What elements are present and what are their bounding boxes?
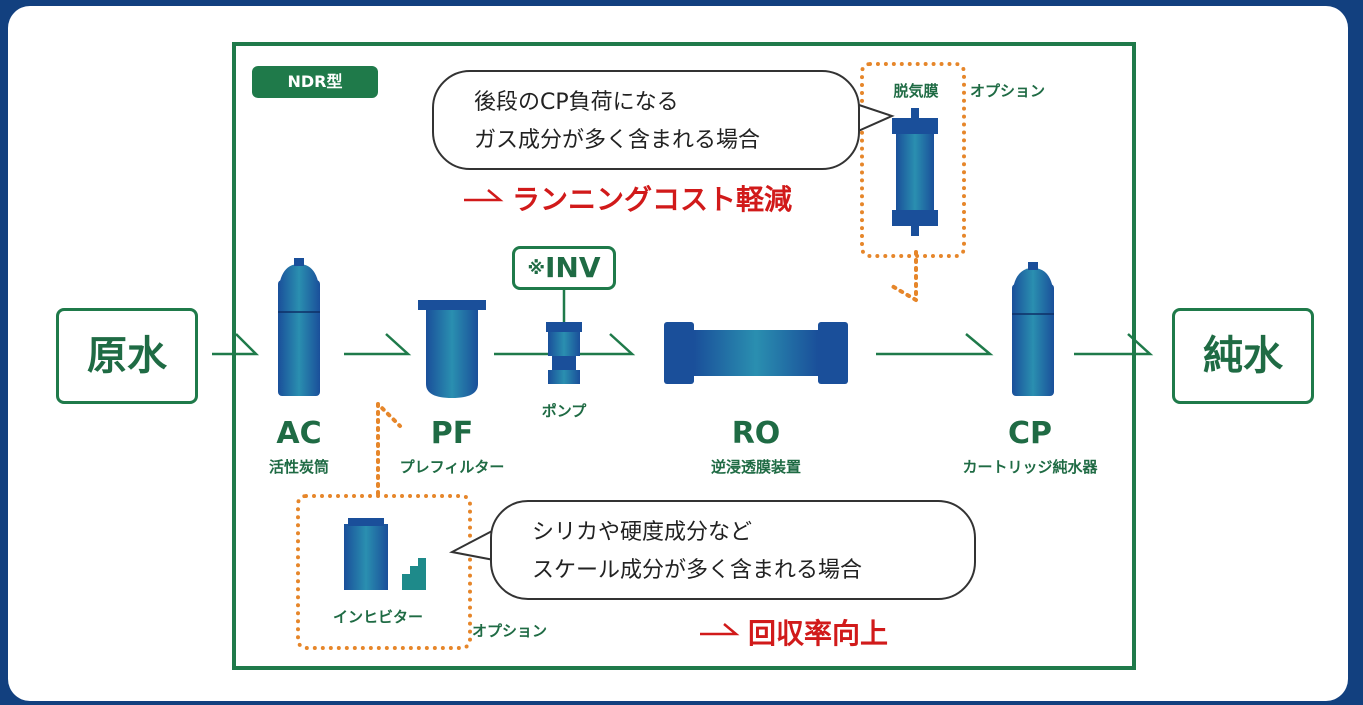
degas-option-label: オプション — [970, 82, 1046, 100]
arrow-source-to-ac — [212, 333, 260, 356]
ro-code: RO — [731, 416, 781, 451]
flow-arrows — [212, 290, 1154, 356]
degas-option-outline — [860, 62, 966, 258]
pf-code: PF — [430, 416, 474, 451]
pure-water-box: 純水 — [1172, 308, 1314, 404]
ndr-system-frame — [232, 42, 1136, 670]
dotted-links — [376, 250, 918, 496]
callout-top-line1: 後段のCP負荷になる — [474, 90, 679, 115]
ac-code: AC — [276, 416, 322, 451]
pump-icon — [546, 322, 582, 384]
system-type-tag: NDR型 — [252, 66, 378, 98]
pf-housing-icon — [418, 300, 486, 398]
benefit-arrow-top — [464, 189, 504, 202]
arrow-ro-to-cp — [876, 333, 994, 356]
inhibitor-tank-icon — [344, 518, 426, 590]
pump-name: ポンプ — [541, 402, 587, 420]
benefit-arrow-bottom — [700, 623, 740, 636]
inhibitor-option-label: オプション — [472, 622, 548, 640]
callout-bottom-line1: シリカや硬度成分など — [532, 520, 753, 545]
pf-name: プレフィルター — [399, 458, 505, 476]
cp-code: CP — [1007, 416, 1052, 451]
arrow-ac-to-pf — [344, 333, 412, 356]
running-cost-benefit: ランニングコスト軽減 — [512, 183, 793, 216]
arrow-cp-to-product — [1074, 333, 1154, 356]
degas-membrane-icon — [892, 108, 938, 236]
ro-name: 逆浸透膜装置 — [710, 458, 801, 476]
cp-name: カートリッジ純水器 — [962, 458, 1098, 476]
callout-top-line2: ガス成分が多く含まれる場合 — [474, 128, 761, 153]
cp-cartridge-icon — [1012, 262, 1054, 396]
speech-bubble-top: 後段のCP負荷になる ガス成分が多く含まれる場合 — [432, 70, 860, 170]
speech-bubble-bottom: シリカや硬度成分など スケール成分が多く含まれる場合 — [490, 500, 976, 600]
inhibitor-label: インヒビター — [332, 608, 423, 626]
inhibitor-option-outline — [296, 494, 472, 650]
red-arrows — [464, 189, 740, 636]
callout-bottom-line2: スケール成分が多く含まれる場合 — [532, 558, 863, 583]
inverter-note-mark: ※ — [527, 258, 545, 279]
ac-tank-icon — [278, 258, 320, 396]
ac-name: 活性炭筒 — [268, 458, 329, 476]
degas-label: 脱気膜 — [893, 82, 939, 100]
ro-vessel-icon — [664, 322, 848, 384]
raw-water-box: 原水 — [56, 308, 198, 404]
arrow-pf-to-ro — [494, 333, 636, 356]
recovery-rate-benefit: 回収率向上 — [748, 617, 889, 650]
inverter-label: INV — [544, 251, 601, 284]
inverter-badge: ※INV — [512, 246, 616, 290]
